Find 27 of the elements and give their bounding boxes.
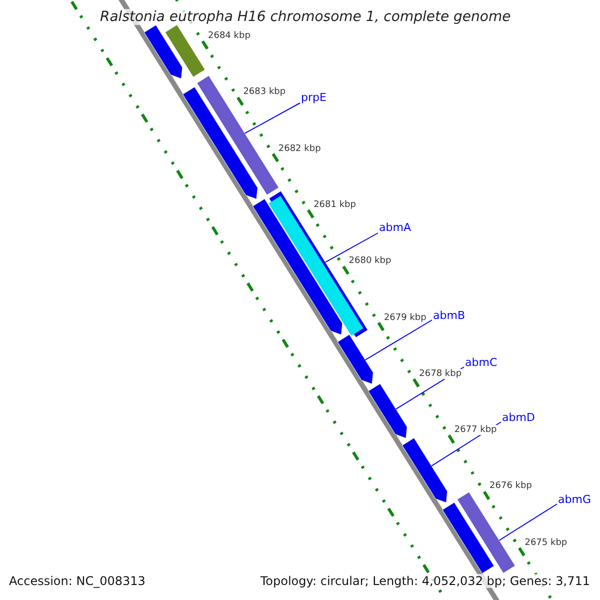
gene-label: abmG — [558, 493, 591, 506]
gene-feature — [402, 438, 448, 503]
genome-info-text: Topology: circular; Length: 4,052,032 bp; Genes: 3,711 — [258, 574, 592, 588]
gene-label: abmC — [465, 356, 498, 369]
title: Ralstonia eutropha H16 chromosome 1, complete genome — [98, 9, 513, 25]
scale-label: 2679 kbp — [384, 312, 426, 323]
gene-label: prpE — [301, 91, 326, 104]
scale-label: 2683 kbp — [243, 87, 286, 98]
gene-feature — [144, 24, 183, 79]
gene-block — [456, 492, 516, 574]
leader-line — [498, 504, 558, 541]
leader-line — [324, 232, 378, 263]
scale-label: 2680 kbp — [348, 256, 392, 266]
scale-label: 2681 kbp — [314, 200, 356, 210]
scale-label: 2675 kbp — [524, 538, 568, 548]
gene-label: abmA — [379, 221, 411, 234]
gene-label: abmD — [502, 411, 535, 424]
gene-feature — [368, 383, 408, 439]
gene-block — [442, 502, 494, 574]
leader-line — [364, 320, 432, 360]
gene-block — [164, 24, 206, 78]
scale-label: 2677 kbp — [454, 425, 497, 436]
leader-line — [244, 102, 300, 134]
gene-feature — [337, 334, 374, 384]
gene-label: abmB — [433, 309, 465, 322]
accession-text: Accession: NC_008313 — [7, 574, 148, 588]
scale-label: 2676 kbp — [490, 481, 532, 492]
